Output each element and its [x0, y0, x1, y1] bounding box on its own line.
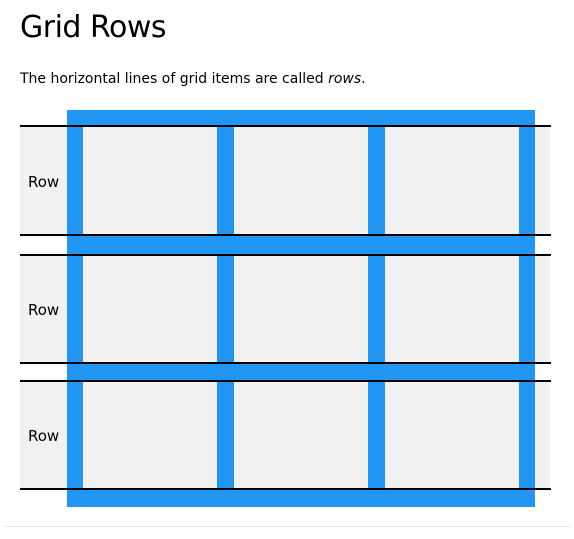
grid-item — [234, 381, 368, 489]
row-label-3: Row — [28, 427, 60, 445]
intro-text-end: . — [361, 71, 366, 87]
grid-item — [83, 255, 217, 363]
grid-item — [83, 381, 217, 489]
row-line — [20, 234, 551, 236]
row-line — [20, 254, 551, 256]
row-label-2: Row — [28, 301, 60, 319]
intro-text: The horizontal lines of grid items are c… — [20, 69, 366, 89]
grid-item — [385, 381, 519, 489]
row-label-1: Row — [28, 173, 60, 191]
grid-item — [385, 127, 519, 235]
grid-container — [67, 110, 535, 507]
intro-text-start: The horizontal lines of grid items are c… — [20, 71, 329, 87]
grid-item — [385, 255, 519, 363]
row-line — [20, 125, 551, 127]
section-divider — [4, 526, 570, 527]
grid-item — [234, 127, 368, 235]
page-title: Grid Rows — [20, 10, 167, 45]
intro-emphasis: rows — [328, 71, 362, 87]
row-line — [20, 380, 551, 382]
row-line — [20, 488, 551, 490]
grid-item — [83, 127, 217, 235]
row-line — [20, 362, 551, 364]
grid-item — [234, 255, 368, 363]
